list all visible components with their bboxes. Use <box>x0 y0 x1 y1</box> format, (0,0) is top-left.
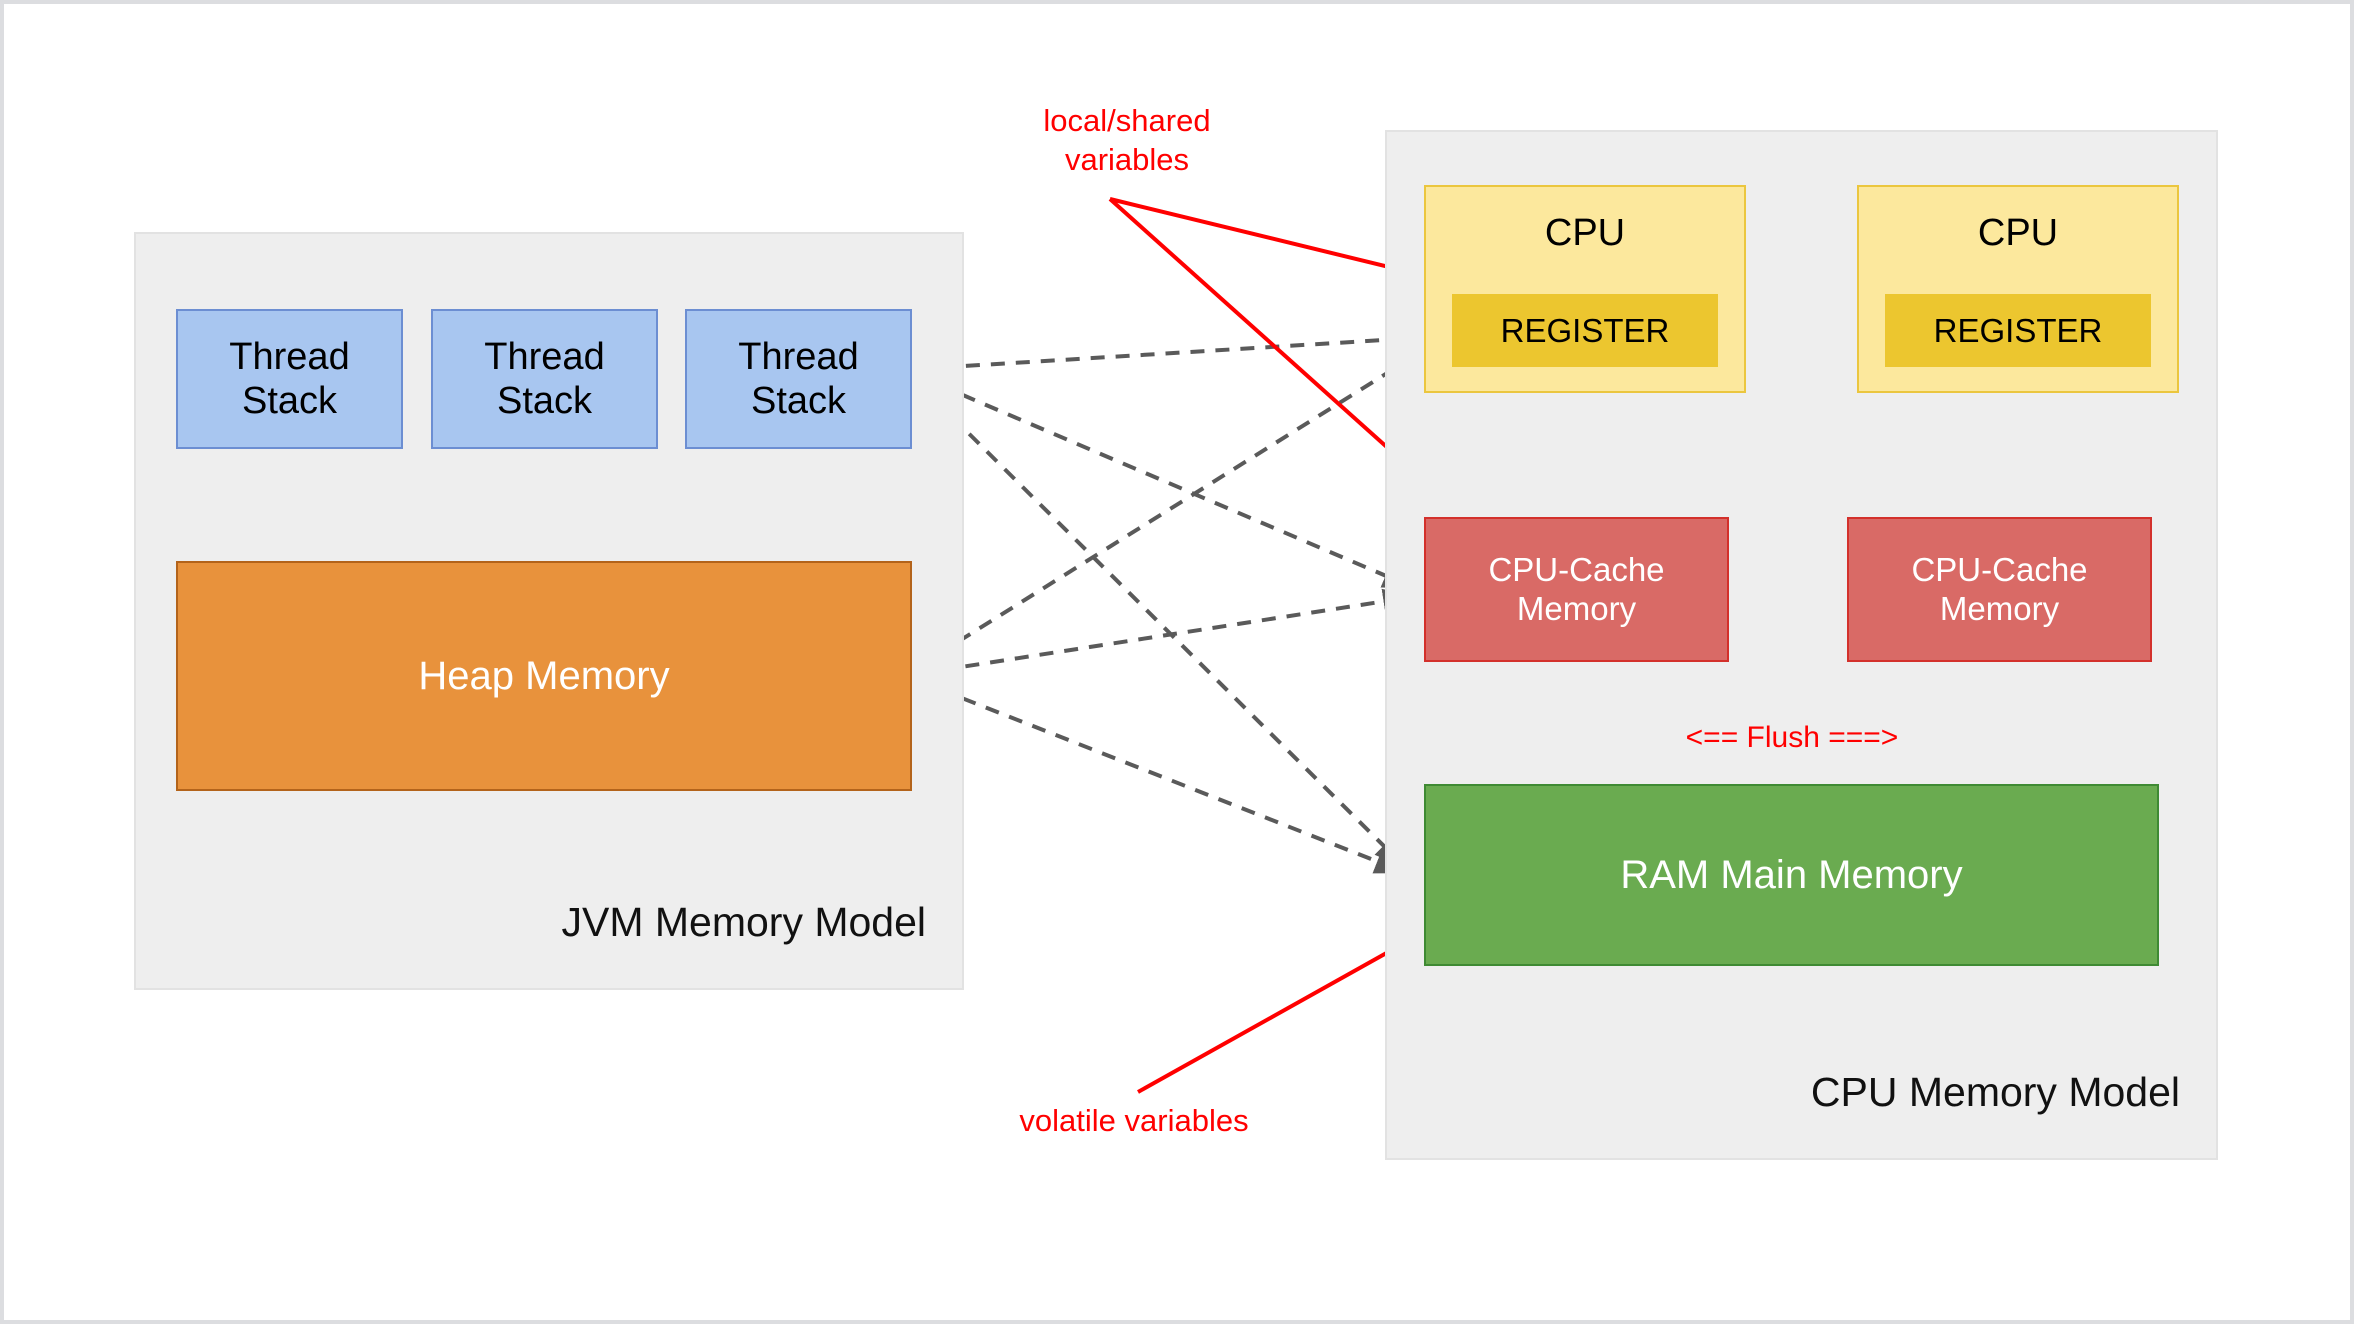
thread-stack-box-1[interactable]: Thread Stack <box>176 309 403 449</box>
register-box-1[interactable]: REGISTER <box>1452 294 1718 367</box>
dashed-link-thread-to-register <box>915 326 1436 371</box>
volatile-variables-label: volatile variables <box>1019 1103 1249 1138</box>
thread-stack-box-3[interactable]: Thread Stack <box>685 309 912 449</box>
dashed-link-thread-to-ram <box>914 379 1407 869</box>
dashed-link-thread-to-cache <box>915 373 1415 589</box>
dashed-link-heap-to-ram <box>915 678 1407 874</box>
jvm-panel-title: JVM Memory Model <box>561 899 926 945</box>
dashed-link-heap-to-cache <box>915 588 1416 676</box>
ram-main-memory-box[interactable]: RAM Main Memory <box>1424 784 2159 966</box>
local-shared-variables-label: local/shared variables <box>1043 103 1211 177</box>
register-box-2[interactable]: REGISTER <box>1885 294 2151 367</box>
flush-label: <== Flush ===> <box>1685 721 1899 754</box>
cpu-cache-memory-box-2[interactable]: CPU-Cache Memory <box>1847 517 2152 662</box>
cpu-cache-memory-box-1[interactable]: CPU-Cache Memory <box>1424 517 1729 662</box>
dashed-link-heap-to-register <box>914 343 1435 670</box>
heap-memory-box[interactable]: Heap Memory <box>176 561 912 791</box>
thread-stack-box-2[interactable]: Thread Stack <box>431 309 658 449</box>
cpu-panel-title: CPU Memory Model <box>1810 1069 2180 1115</box>
